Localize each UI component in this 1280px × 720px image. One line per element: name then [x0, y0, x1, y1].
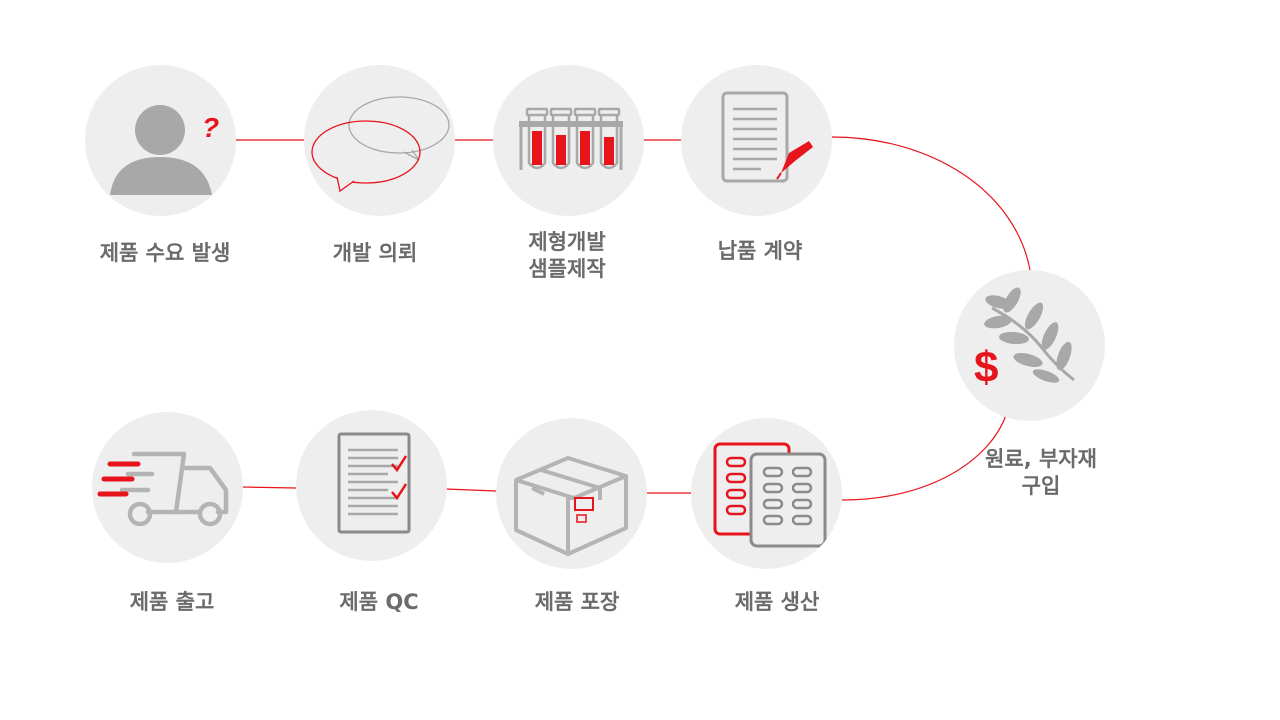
- checklist-icon: [337, 432, 411, 534]
- step-purchase-label: 원료, 부자재 구입: [985, 447, 1097, 498]
- step-request-label: 개발 의뢰: [332, 241, 418, 265]
- svg-text:$: $: [974, 343, 998, 392]
- package-box-icon: [514, 456, 628, 556]
- step-qc-node: [296, 410, 447, 561]
- step-demand-label: 제품 수요 발생: [99, 241, 231, 265]
- pill-blister-icon: [713, 442, 827, 548]
- contract-pen-icon: [721, 91, 813, 183]
- step-contract-label: 납품 계약: [717, 239, 803, 263]
- step-production-label: 제품 생산: [734, 590, 820, 614]
- test-tubes-icon: [519, 107, 623, 170]
- step-demand-node: ?: [85, 65, 236, 216]
- plant-dollar-icon: $: [974, 287, 1075, 392]
- step-formulation-node: [493, 65, 644, 216]
- delivery-truck-icon: [97, 451, 229, 527]
- step-request-node: [304, 65, 455, 216]
- svg-text:?: ?: [202, 112, 219, 143]
- step-packaging-node: [496, 418, 647, 569]
- step-formulation-label: 제형개발 샘플제작: [528, 230, 606, 281]
- step-shipping-node: [92, 412, 243, 563]
- step-purchase-node: $: [954, 270, 1105, 421]
- person-question-icon: ?: [110, 105, 219, 195]
- speech-bubbles-icon: [311, 96, 450, 193]
- step-packaging-label: 제품 포장: [534, 590, 620, 614]
- step-qc-label: 제품 QC: [339, 590, 419, 614]
- step-shipping-label: 제품 출고: [129, 590, 215, 614]
- step-production-node: [691, 418, 842, 569]
- step-contract-node: [681, 65, 832, 216]
